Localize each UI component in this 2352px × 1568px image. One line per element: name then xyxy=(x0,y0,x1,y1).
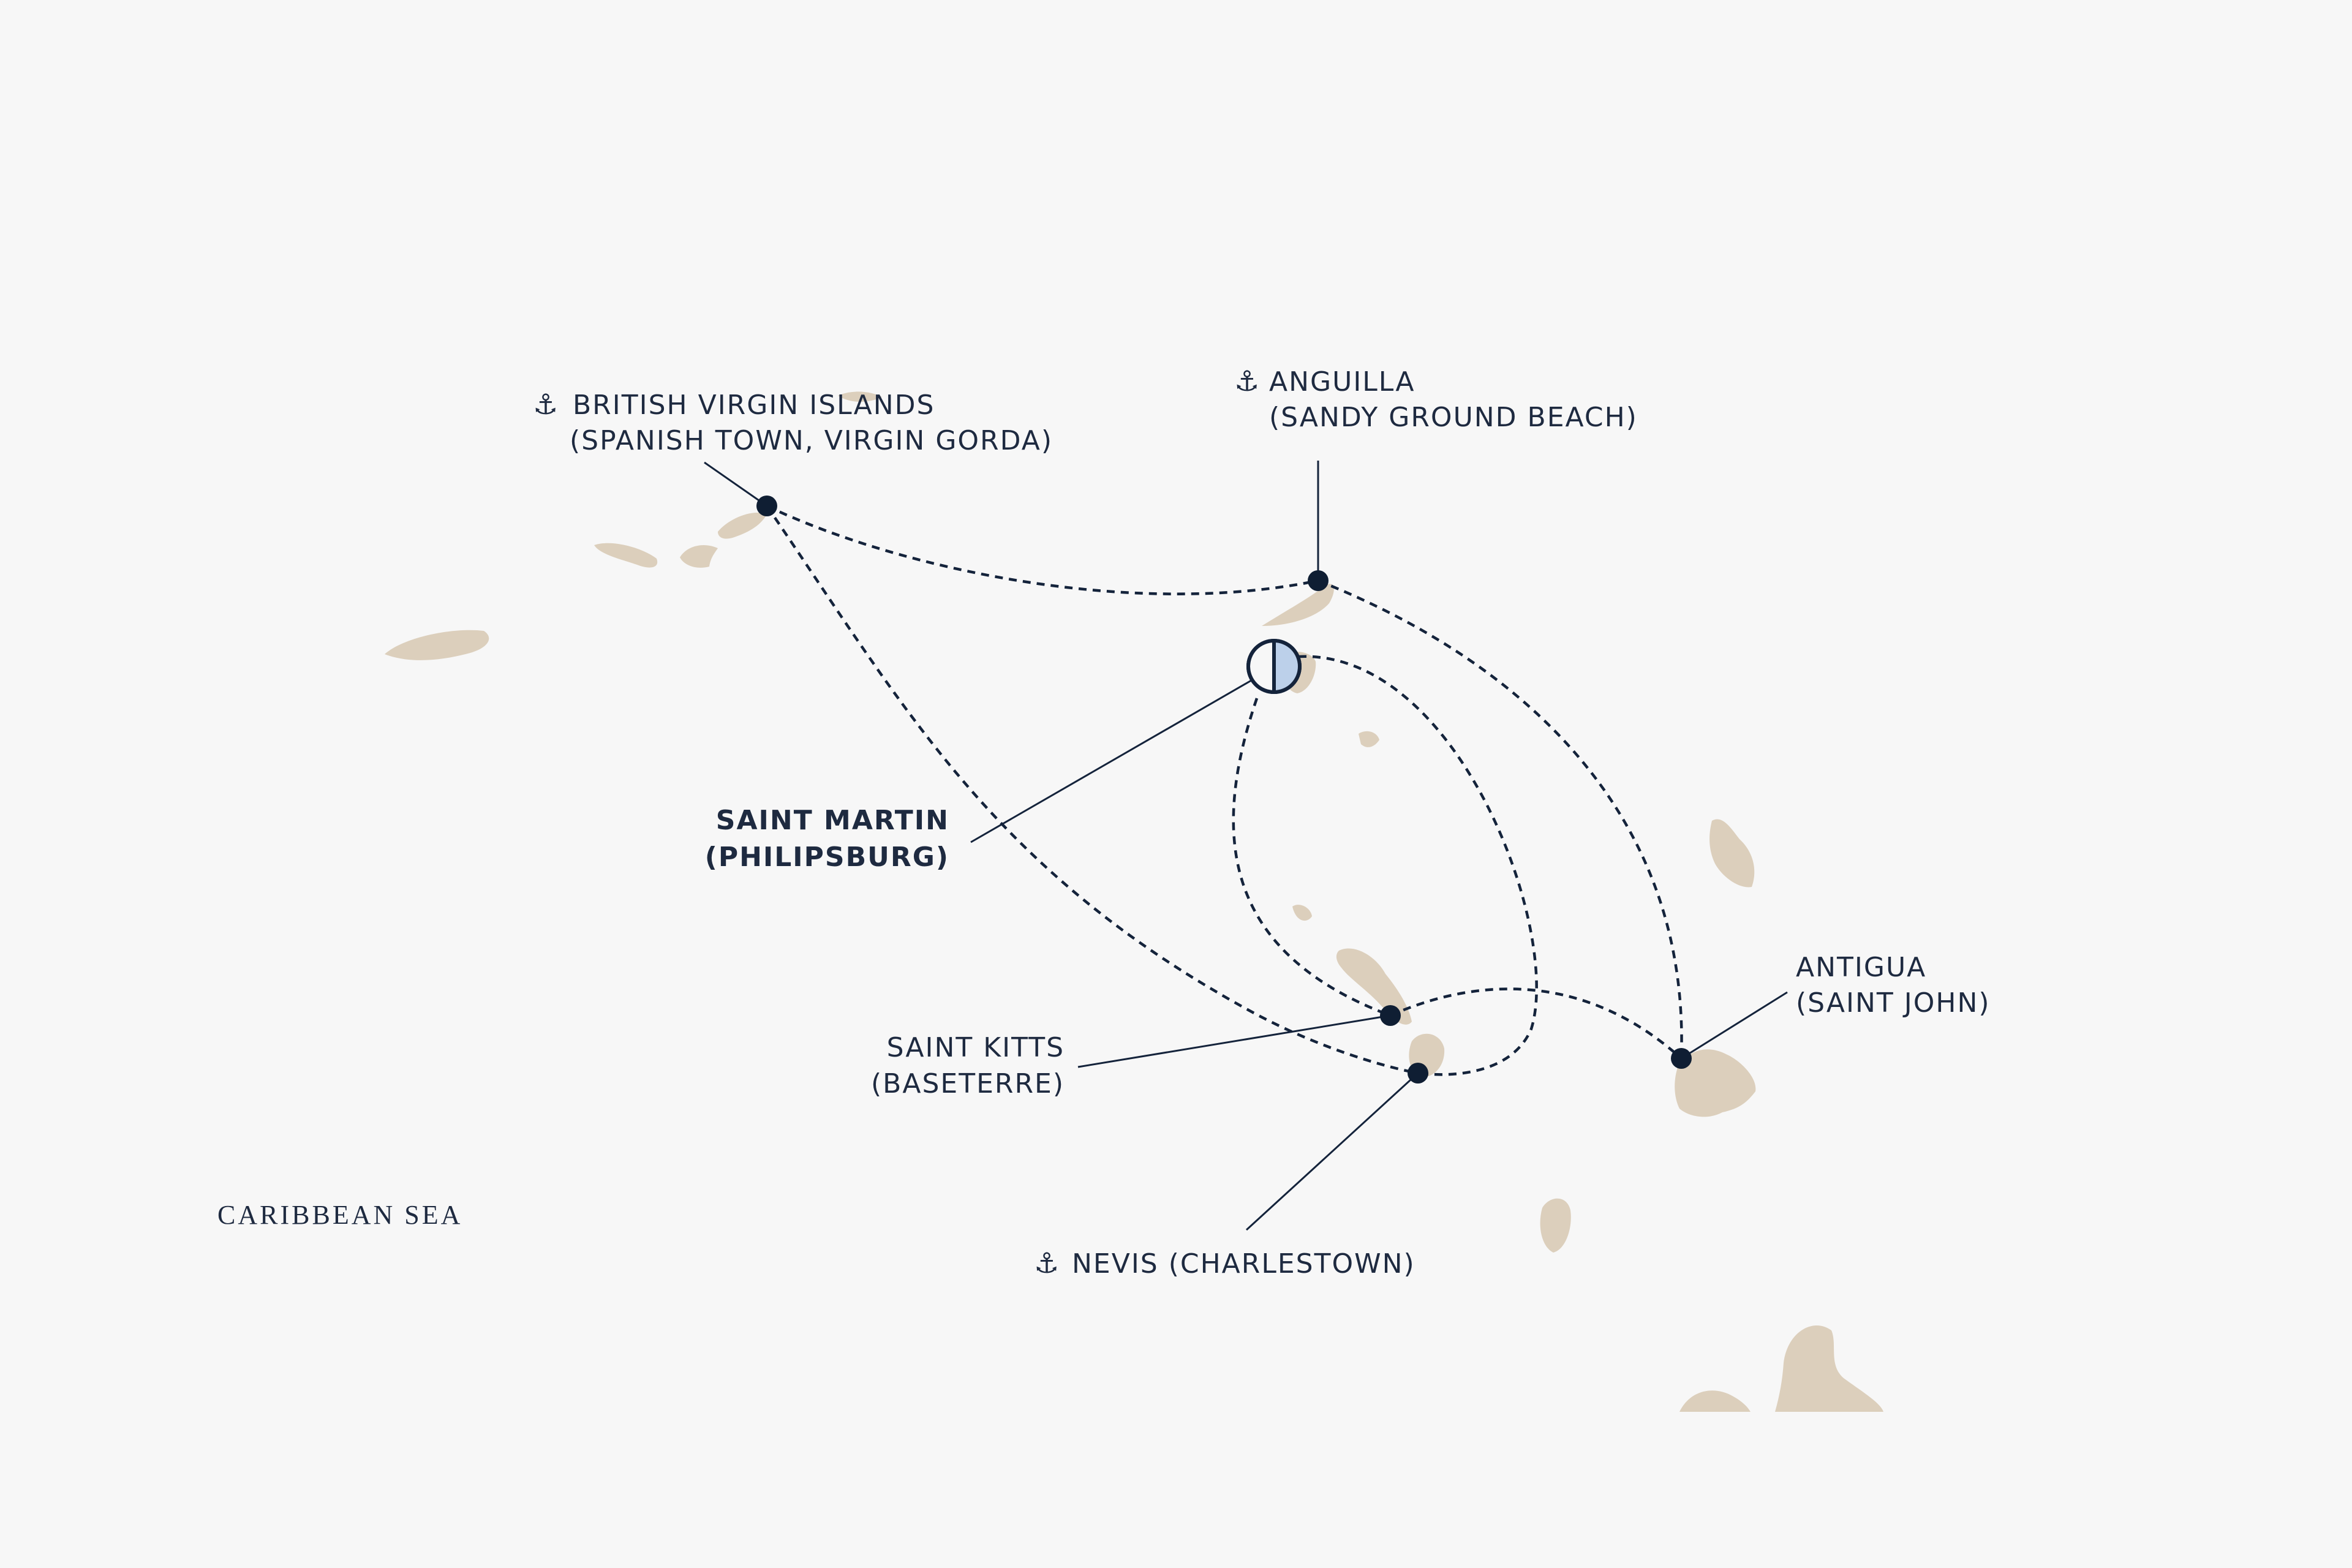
island-virgin-gorda xyxy=(718,512,767,539)
island-anegada xyxy=(838,391,882,402)
port-markers xyxy=(756,496,1692,1084)
island-saint-barth xyxy=(1359,731,1379,747)
port-marker-saint-kitts[interactable] xyxy=(1380,1005,1401,1026)
port-label-saint-martin-line2: (PHILIPSBURG) xyxy=(705,842,949,873)
sea-label: CARIBBEAN SEA xyxy=(217,1200,462,1230)
port-label-saint-kitts-line1: SAINT KITTS xyxy=(887,1032,1065,1063)
port-label-bvi-line2: (SPANISH TOWN, VIRGIN GORDA) xyxy=(570,425,1053,456)
port-marker-nevis[interactable] xyxy=(1408,1063,1428,1084)
route-saintmartin-kitts xyxy=(1232,698,1391,1017)
anchor-icon: ⚓ xyxy=(1234,364,1259,398)
leader-bvi xyxy=(704,461,767,507)
island-small-bvi xyxy=(680,545,718,568)
port-label-nevis: NEVIS (CHARLESTOWN) xyxy=(1072,1248,1415,1280)
island-west xyxy=(385,630,489,660)
route-saintmartin-nevis xyxy=(1298,655,1538,1076)
island-tortola xyxy=(594,543,658,568)
port-label-antigua-line1: ANTIGUA xyxy=(1796,952,1926,983)
island-antigua xyxy=(1675,1049,1756,1117)
leader-antigua xyxy=(1681,991,1788,1060)
leader-saint-martin xyxy=(970,677,1255,843)
anchor-icon: ⚓ xyxy=(533,388,558,421)
island-barbuda xyxy=(1709,819,1755,888)
island-saba xyxy=(1292,905,1312,921)
labels: ⚓ BRITISH VIRGIN ISLANDS (SPANISH TOWN, … xyxy=(217,364,1991,1280)
leader-nevis xyxy=(1245,1072,1419,1231)
leader-saint-kitts xyxy=(1077,1014,1391,1068)
port-label-anguilla-line1: ANGUILLA xyxy=(1269,366,1415,398)
port-label-saint-martin-line1: SAINT MARTIN xyxy=(716,805,949,836)
route-bvi-nevis xyxy=(766,505,1419,1075)
island-guadeloupe-west xyxy=(1679,1390,1751,1412)
port-label-anguilla-line2: (SANDY GROUND BEACH) xyxy=(1269,402,1638,433)
port-label-antigua-line2: (SAINT JOHN) xyxy=(1796,987,1991,1019)
port-label-bvi-line1: BRITISH VIRGIN ISLANDS xyxy=(573,390,935,421)
route-kitts-antigua xyxy=(1390,987,1683,1060)
leader-lines xyxy=(704,461,1788,1231)
half-circle-embarkation-icon[interactable] xyxy=(1246,639,1302,694)
anchor-icon: ⚓ xyxy=(1034,1246,1059,1280)
island-guadeloupe-east xyxy=(1775,1325,1883,1412)
port-marker-bvi[interactable] xyxy=(756,496,777,516)
port-label-saint-kitts-line2: (BASETERRE) xyxy=(871,1068,1065,1099)
route-bvi-anguilla xyxy=(766,504,1319,595)
port-marker-anguilla[interactable] xyxy=(1308,570,1329,591)
port-marker-antigua[interactable] xyxy=(1671,1048,1692,1069)
island-anguilla xyxy=(1262,584,1334,626)
routes xyxy=(766,504,1683,1076)
route-anguilla-antigua xyxy=(1317,579,1683,1059)
island-montserrat xyxy=(1540,1198,1571,1253)
